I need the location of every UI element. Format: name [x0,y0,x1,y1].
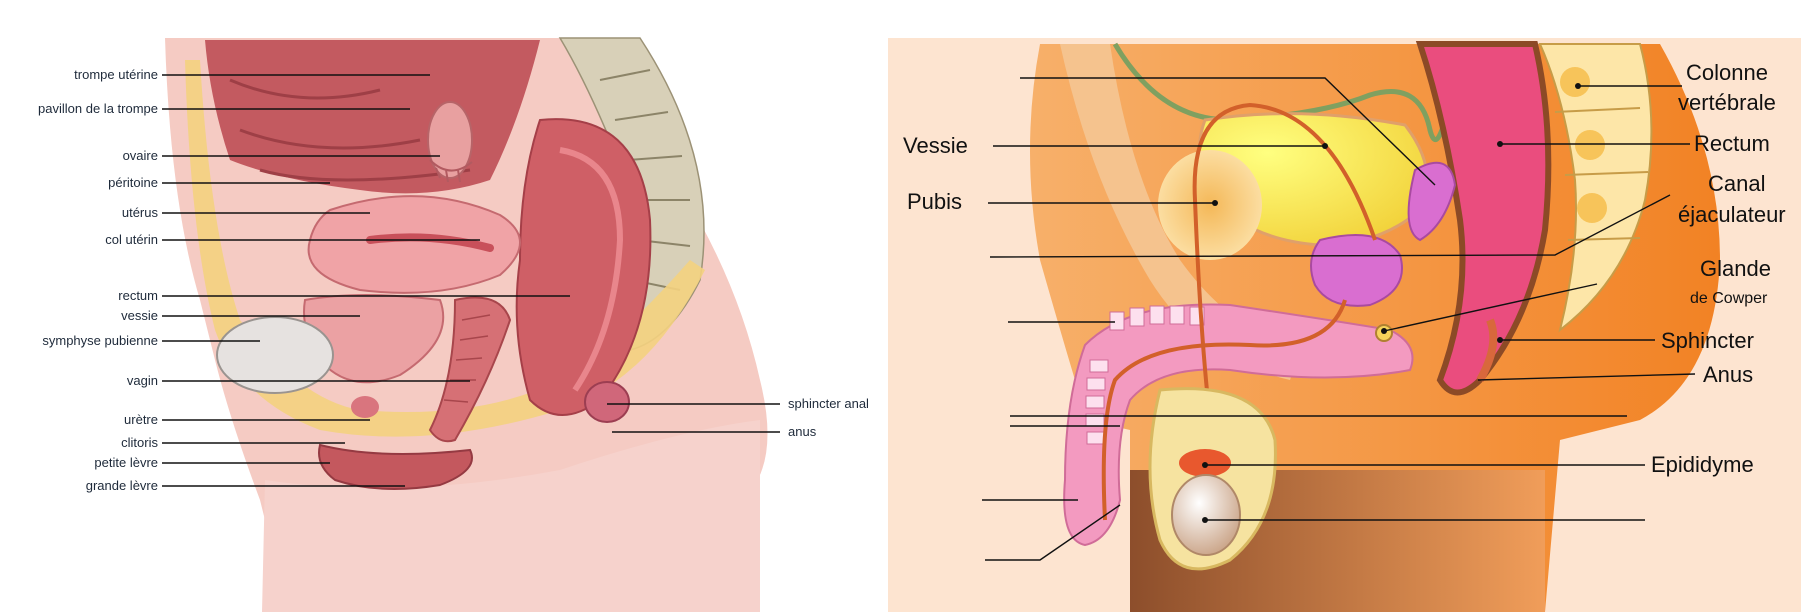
male-illustration [888,38,1801,612]
female-labels: trompe utérine pavillon de la trompe ova… [38,67,869,493]
label-rectum-m: Rectum [1694,131,1770,156]
label-glande: Glande [1700,256,1771,281]
label-peritoine: péritoine [108,175,158,190]
label-colonne-line1: Colonne [1686,60,1768,85]
label-symphyse-pubienne: symphyse pubienne [42,333,158,348]
label-col-uterin: col utérin [105,232,158,247]
male-testis [1171,474,1241,556]
male-labels: Colonne vertébrale Rectum Canal éjaculat… [903,60,1786,477]
label-anus-f: anus [788,424,817,439]
male-seminal-vesicle [1407,161,1457,242]
male-erectile-tissue [1085,305,1205,445]
female-sacrum-segments [599,69,691,291]
female-rectum-inner [559,147,624,392]
male-urethra [1101,299,1347,521]
label-sphincter-m: Sphincter [1661,328,1754,353]
label-colonne-line2: vertébrale [1678,90,1776,115]
male-spine-segments [1554,107,1649,241]
female-vagina [428,296,512,443]
male-prostate [1310,234,1403,307]
label-vessie-m: Vessie [903,133,968,158]
female-thigh [262,420,760,612]
label-epididyme: Epididyme [1651,452,1754,477]
female-uterine-cavity [366,233,494,252]
female-ovary [427,101,473,179]
male-penis [1063,303,1414,547]
male-leader-lines [982,77,1696,561]
male-pubis [1158,150,1262,260]
male-sphincter [1476,318,1498,382]
female-illustration [165,37,768,612]
female-anal-sphincter [584,381,630,423]
label-de-cowper: de Cowper [1690,290,1768,307]
female-clitoris [351,396,379,418]
male-peritoneum [1112,42,1463,143]
label-grande-levre: grande lèvre [86,478,158,493]
female-leader-lines [162,74,780,487]
male-spine [1538,43,1653,333]
female-pubic-symphysis [216,316,334,394]
label-petite-levre: petite lèvre [94,455,158,470]
female-vagina-ridges [443,314,491,403]
male-skin-layer [1060,44,1300,380]
male-vertebra [1577,193,1607,223]
label-uretre: urètre [124,412,158,427]
label-sphincter-anal: sphincter anal [788,396,869,411]
label-pavillon-trompe: pavillon de la trompe [38,101,158,116]
label-ovaire: ovaire [123,148,158,163]
female-tube-fimbriae [429,159,473,183]
label-clitoris: clitoris [121,435,158,450]
label-canal-line2: éjaculateur [1678,202,1786,227]
male-vertebra [1575,130,1605,160]
label-vagin: vagin [127,373,158,388]
label-trompe-uterine: trompe utérine [74,67,158,82]
label-anus-m: Anus [1703,362,1753,387]
label-rectum-f: rectum [118,288,158,303]
female-labia [318,443,473,490]
label-pubis: Pubis [907,189,962,214]
female-intestine-folds [229,78,471,182]
label-canal-line1: Canal [1708,171,1765,196]
label-vessie-f: vessie [121,308,158,323]
male-vertebra [1560,67,1590,97]
label-uterus: utérus [122,205,159,220]
